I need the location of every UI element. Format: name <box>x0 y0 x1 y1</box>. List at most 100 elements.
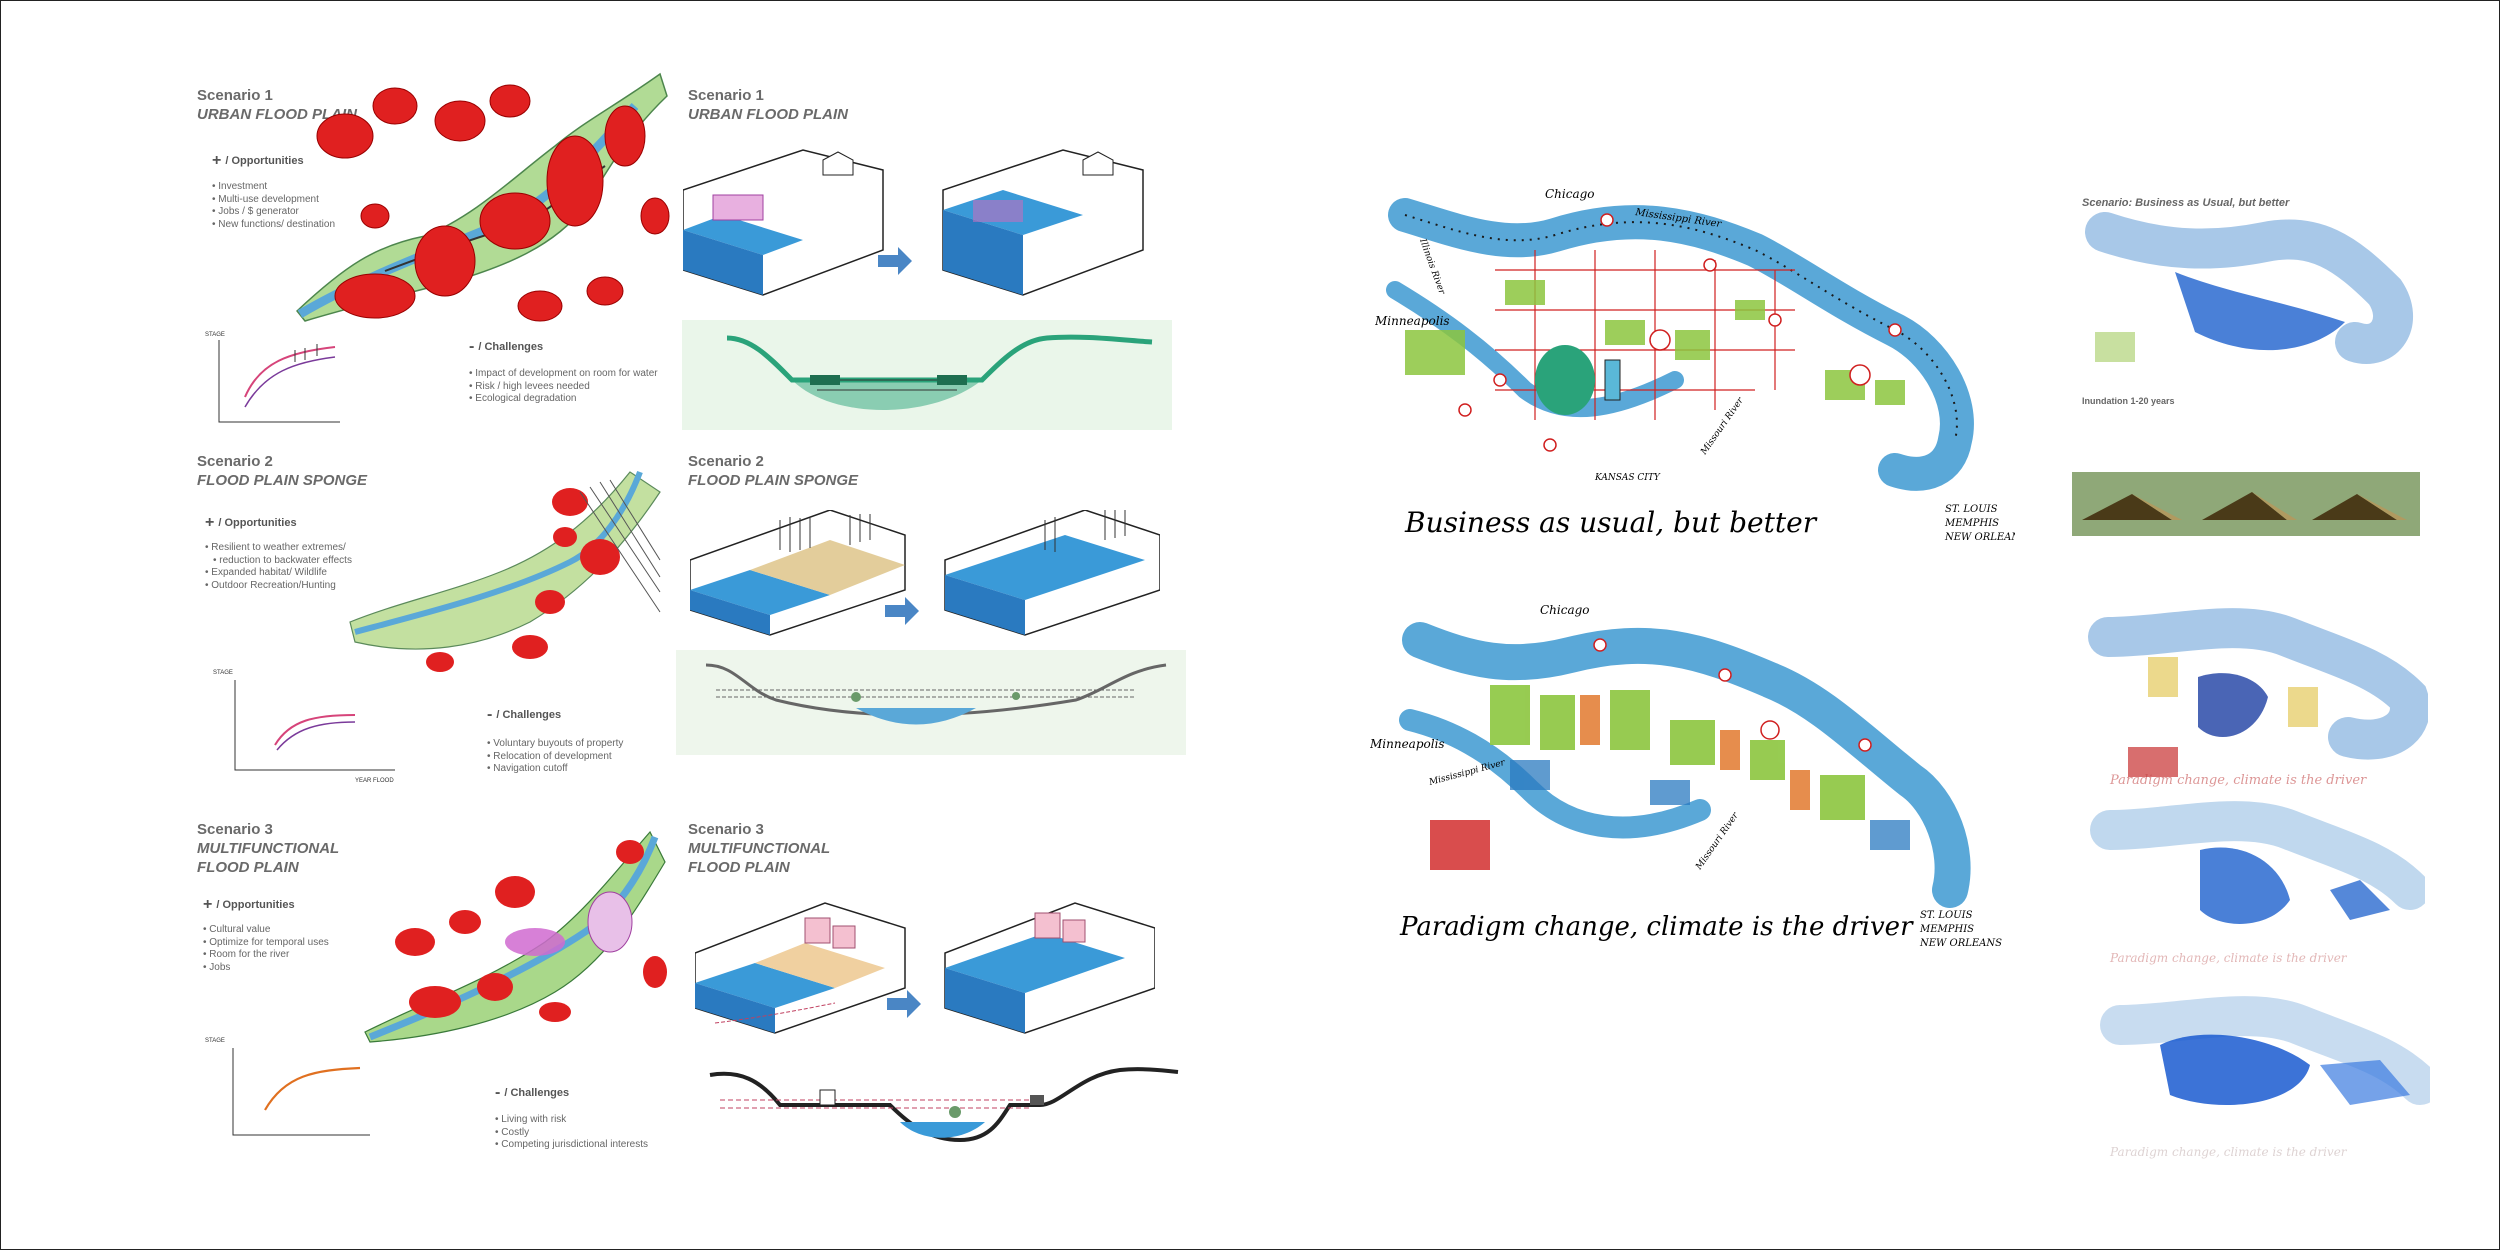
small-caption: Paradigm change, climate is the driver <box>2110 773 2367 788</box>
plus-icon: + <box>203 896 213 913</box>
challenges-list: Voluntary buyouts of property Relocation… <box>487 738 623 776</box>
scenario-3-map <box>364 830 667 1043</box>
side-section-profile <box>2072 472 2420 536</box>
minus-icon: - <box>469 338 475 355</box>
list-item: Optimize for temporal uses <box>203 937 329 950</box>
list-item: Voluntary buyouts of property <box>487 738 623 751</box>
graph-x-label: YEAR FLOOD <box>355 778 394 784</box>
challenges-heading: -/ Challenges <box>469 338 544 355</box>
section-1-isometric <box>683 149 1144 296</box>
scenario-3-heading: Scenario 3 MULTIFUNCTIONAL FLOOD PLAIN <box>197 820 339 877</box>
stage-graph-3: STAGE <box>205 1038 370 1136</box>
opportunities-heading: +/ Opportunities <box>203 896 295 913</box>
isometric-after <box>944 902 1155 1034</box>
stage-graph-2: STAGE YEAR FLOOD <box>213 670 395 784</box>
list-item: Relocation of development <box>487 751 623 764</box>
scenario-title: MULTIFUNCTIONAL <box>197 840 340 857</box>
section-title: FLOOD PLAIN SPONGE <box>688 472 859 489</box>
list-item: Resilient to weather extremes/ <box>205 542 352 555</box>
opportunities-list: Investment Multi-use development Jobs / … <box>212 181 335 231</box>
section-1-cross-section <box>682 320 1172 430</box>
list-item: Multi-use development <box>212 194 335 207</box>
minus-icon: - <box>495 1084 501 1101</box>
section-title: FLOOD PLAIN <box>688 859 790 876</box>
sketch-business-as-usual: Chicago Minneapolis KANSAS CITY Mississi… <box>1375 187 2015 543</box>
graph-y-label: STAGE <box>205 1038 225 1044</box>
isometric-after <box>942 149 1144 296</box>
challenges-heading: -/ Challenges <box>487 706 562 723</box>
sketch-caption: Business as usual, but better <box>1404 506 1818 539</box>
section-3-isometric <box>695 902 1155 1034</box>
stage-graph-1: STAGE <box>205 332 340 423</box>
section-title: URBAN FLOOD PLAIN <box>688 106 848 123</box>
city-label-chicago: Chicago <box>1545 187 1595 201</box>
isometric-before <box>695 902 906 1034</box>
sketch-paradigm-change: Chicago Minneapolis Mississippi River Mi… <box>1370 603 2002 949</box>
city-label-memphis: MEMPHIS <box>1919 924 1974 935</box>
city-label-st-louis: ST. LOUIS <box>1945 504 1998 515</box>
list-item: Outdoor Recreation/Hunting <box>205 580 352 593</box>
opportunities-heading: +/ Opportunities <box>212 152 304 169</box>
side-sketch-3 <box>2090 801 2425 924</box>
scenario-1-map <box>295 72 670 322</box>
small-caption: Paradigm change, climate is the driver <box>2110 951 2347 965</box>
side-sketch-4 <box>2100 996 2430 1105</box>
arrow-right-icon <box>885 597 919 625</box>
graph-y-label: STAGE <box>213 670 233 676</box>
river-label-illinois: Illinois River <box>1417 237 1447 297</box>
city-label-chicago: Chicago <box>1540 603 1590 617</box>
list-item: Investment <box>212 181 335 194</box>
city-label-minneapolis: Minneapolis <box>1370 737 1445 751</box>
side-panel-title: Scenario: Business as Usual, but better <box>2082 197 2290 209</box>
city-label-new-orleans: NEW ORLEANS <box>1919 938 2002 949</box>
scenario-title: FLOOD PLAIN SPONGE <box>197 472 368 489</box>
section-2-header: Scenario 2 FLOOD PLAIN SPONGE <box>688 452 858 490</box>
challenges-list: Living with risk Costly Competing jurisd… <box>495 1114 648 1152</box>
list-item: Navigation cutoff <box>487 763 623 776</box>
scenario-title: FLOOD PLAIN <box>197 859 299 876</box>
list-item: Impact of development on room for water <box>469 368 657 381</box>
opportunities-list: Cultural value Optimize for temporal use… <box>203 924 329 974</box>
scenario-1-heading: Scenario 1 URBAN FLOOD PLAIN <box>197 86 357 124</box>
section-3-header: Scenario 3 MULTIFUNCTIONAL FLOOD PLAIN <box>688 820 830 877</box>
graph-y-label: STAGE <box>205 332 225 338</box>
side-caption: Inundation 1-20 years <box>2082 396 2175 406</box>
sketch-caption: Paradigm change, climate is the driver <box>1399 912 1914 942</box>
isometric-before <box>690 510 906 636</box>
isometric-after <box>944 510 1160 636</box>
isometric-before <box>683 149 884 296</box>
scenario-2-heading: Scenario 2 FLOOD PLAIN SPONGE <box>197 452 367 490</box>
scenario-number: Scenario 2 <box>197 453 273 470</box>
list-item: Jobs / $ generator <box>212 206 335 219</box>
section-number: Scenario 2 <box>688 453 764 470</box>
scenario-3-opportunities: +/ Opportunities Cultural value Optimize… <box>203 896 329 974</box>
section-2-cross-section <box>676 650 1186 755</box>
challenges-heading: -/ Challenges <box>495 1084 570 1101</box>
city-label-minneapolis: Minneapolis <box>1375 314 1450 328</box>
opportunities-list: Resilient to weather extremes/ reduction… <box>205 542 352 592</box>
scenario-number: Scenario 3 <box>197 821 273 838</box>
plus-icon: + <box>205 514 215 531</box>
scenario-2-challenges: -/ Challenges Voluntary buyouts of prope… <box>487 706 623 776</box>
list-item: New functions/ destination <box>212 219 335 232</box>
section-number: Scenario 1 <box>688 87 764 104</box>
scenario-number: Scenario 1 <box>197 87 273 104</box>
small-caption: Paradigm change, climate is the driver <box>2110 1145 2347 1159</box>
scenario-1-opportunities: +/ Opportunities Investment Multi-use de… <box>212 152 335 231</box>
list-item: Room for the river <box>203 949 329 962</box>
section-title: MULTIFUNCTIONAL <box>688 840 831 857</box>
scenario-3-challenges: -/ Challenges Living with risk Costly Co… <box>495 1084 648 1152</box>
list-item: Living with risk <box>495 1114 648 1127</box>
city-label-kansas-city: KANSAS CITY <box>1594 473 1661 483</box>
side-sketch-1 <box>2085 212 2413 364</box>
section-3-cross-section <box>709 1067 1179 1143</box>
list-item: reduction to backwater effects <box>205 555 352 568</box>
opportunities-heading: +/ Opportunities <box>205 514 297 531</box>
river-label-missouri: Missouri River <box>1699 396 1747 458</box>
list-item: Ecological degradation <box>469 393 658 406</box>
list-item: Expanded habitat/ Wildlife <box>205 567 352 580</box>
scenario-2-map <box>349 470 661 672</box>
list-item: Competing jurisdictional interests <box>495 1139 648 1152</box>
scenario-title: URBAN FLOOD PLAIN <box>197 106 357 123</box>
city-label-st-louis: ST. LOUIS <box>1920 910 1973 921</box>
